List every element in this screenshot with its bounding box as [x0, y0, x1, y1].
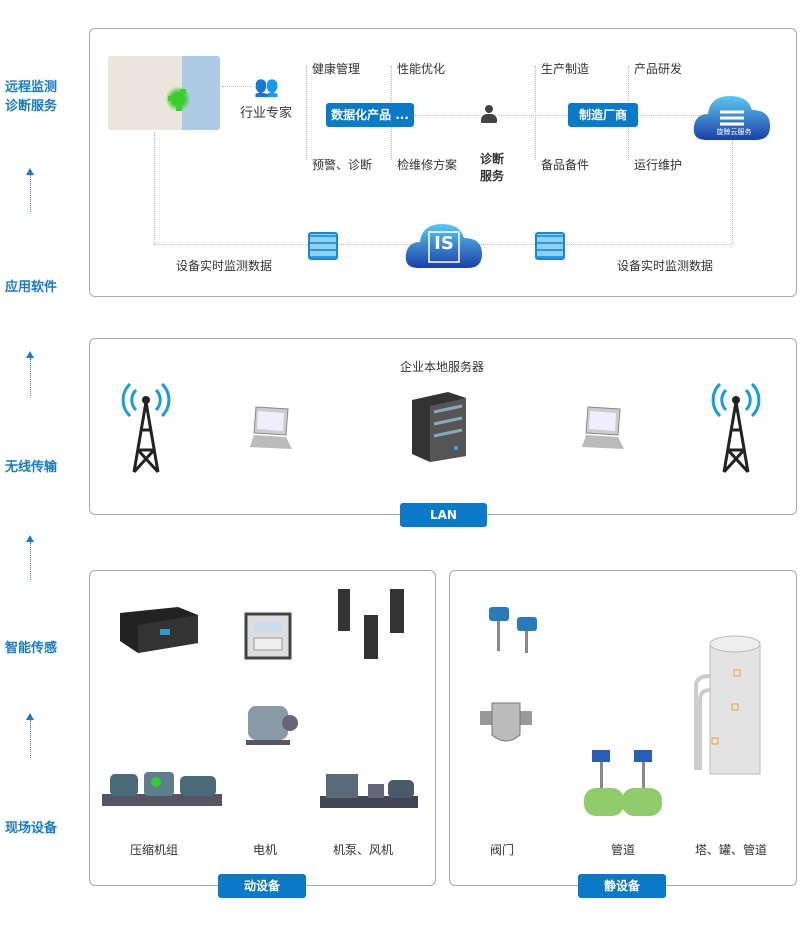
server-label: 企业本地服务器	[400, 360, 485, 374]
laptop-icon	[250, 406, 292, 449]
repair-plan: 检维修方案	[397, 158, 458, 172]
map-image	[108, 56, 220, 130]
label-sensor: 智能传感	[4, 641, 57, 656]
expert-label: 行业专家	[240, 106, 293, 121]
production: 生产制造	[541, 62, 590, 76]
compressor-image	[102, 772, 222, 806]
sensor-image	[338, 589, 404, 659]
up-arrow-icon	[26, 713, 34, 758]
is-cloud-logo: IS	[404, 218, 484, 268]
health-management: 健康管理	[312, 62, 361, 76]
diag-service-line2: 服务	[480, 169, 505, 183]
product-rnd: 产品研发	[634, 62, 683, 76]
up-arrow-icon	[26, 535, 34, 580]
tower-tank-label: 塔、罐、管道	[695, 843, 768, 857]
label-wireless: 无线传输	[4, 460, 57, 475]
performance-optimization: 性能优化	[397, 62, 446, 76]
data-product-button[interactable]: 数据化产品 ...	[326, 103, 414, 127]
warning-diagnosis: 预警、诊断	[312, 158, 373, 172]
pump-fan-image	[320, 774, 418, 808]
firewall-icon	[308, 232, 338, 260]
up-arrow-icon	[26, 168, 34, 212]
signal-tower-icon	[711, 382, 761, 474]
firewall-icon	[535, 232, 565, 260]
pipeline-image	[584, 750, 662, 816]
valve-image	[480, 702, 532, 742]
cloud-service-logo: 旋鲸云服务	[692, 90, 772, 140]
motor-label: 电机	[253, 843, 278, 857]
label-remote-line2: 诊断服务	[4, 99, 57, 114]
label-field: 现场设备	[4, 821, 57, 836]
realtime-data-left: 设备实时监测数据	[176, 259, 273, 273]
data-acquisition-device-image	[120, 607, 198, 653]
laptop-icon	[582, 406, 624, 449]
server-icon	[412, 392, 466, 462]
manufacturer-button[interactable]: 制造厂商	[568, 103, 638, 127]
motor-image	[246, 706, 298, 745]
realtime-data-right: 设备实时监测数据	[617, 259, 714, 273]
static-equipment-button[interactable]: 静设备	[578, 874, 666, 898]
label-app: 应用软件	[4, 280, 57, 295]
pipeline-label: 管道	[611, 843, 636, 857]
valve-label: 阀门	[490, 843, 515, 857]
is-logo-text: IS	[434, 233, 454, 254]
tower-tank-image	[694, 635, 761, 775]
operations-maintenance: 运行维护	[634, 158, 683, 172]
up-arrow-icon	[26, 351, 34, 396]
cloud-logo-text: 旋鲸云服务	[716, 128, 752, 136]
person-icon	[480, 104, 498, 124]
diag-service-line1: 诊断	[480, 152, 505, 166]
pump-fan-label: 机泵、风机	[333, 843, 394, 857]
label-remote-line1: 远程监测	[4, 80, 57, 95]
compressor-label: 压缩机组	[130, 843, 179, 857]
monitor-device-image	[244, 612, 292, 660]
signal-tower-icon	[121, 382, 171, 474]
experts-icon: 👥	[254, 74, 279, 98]
label-remote: 远程监测诊断服务	[0, 78, 62, 116]
lan-button[interactable]: LAN	[400, 503, 487, 527]
valve-sensor-image	[489, 607, 537, 653]
spare-parts: 备品备件	[541, 158, 590, 172]
dynamic-equipment-button[interactable]: 动设备	[218, 874, 306, 898]
